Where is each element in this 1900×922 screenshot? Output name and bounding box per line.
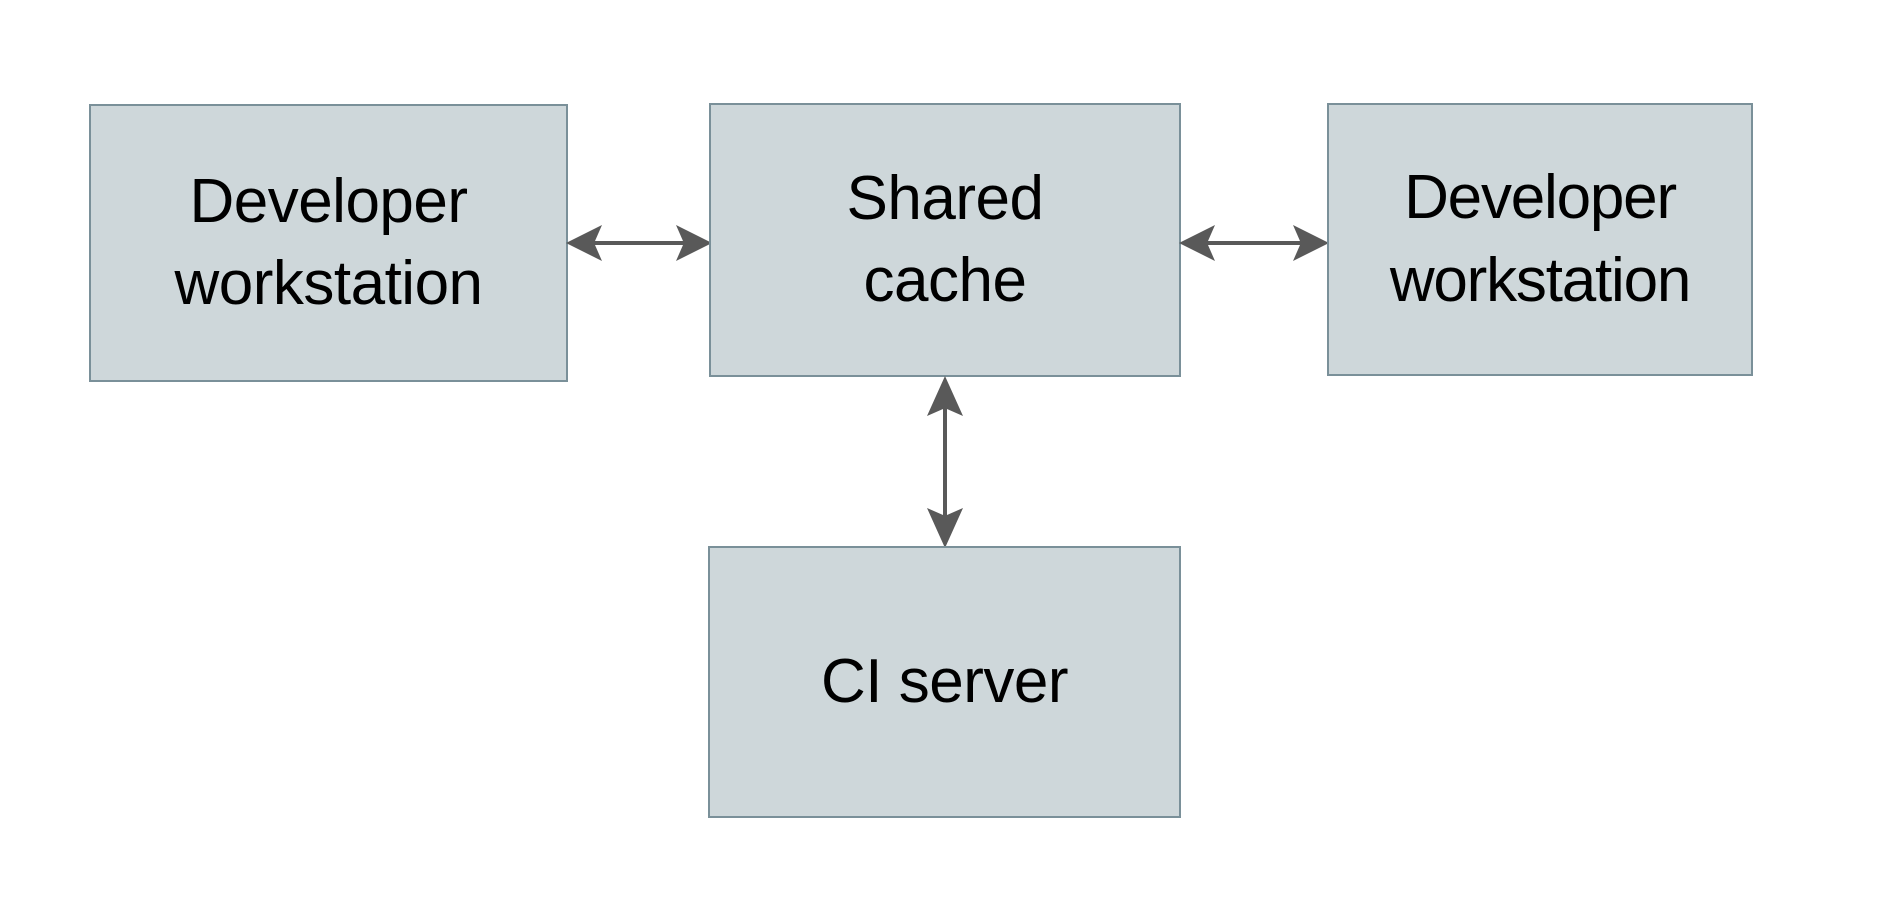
double-arrow-vertical-icon xyxy=(927,376,963,548)
node-ci-server[interactable]: CI server xyxy=(708,546,1181,818)
node-developer-workstation-right[interactable]: Developer workstation xyxy=(1327,103,1753,376)
node-label: Developer workstation xyxy=(1389,163,1692,315)
double-arrow-horizontal-icon xyxy=(566,225,712,261)
node-label: CI server xyxy=(821,646,1068,716)
node-shared-cache[interactable]: Shared cache xyxy=(709,103,1181,377)
double-arrow-horizontal-icon xyxy=(1179,225,1329,261)
edge-shared-cache-to-dev-right[interactable] xyxy=(1179,213,1329,273)
edge-dev-left-to-shared-cache[interactable] xyxy=(566,213,712,273)
node-label: Shared cache xyxy=(846,163,1044,315)
node-developer-workstation-left[interactable]: Developer workstation xyxy=(89,104,568,382)
node-label: Developer workstation xyxy=(174,166,483,318)
edge-ci-server-to-shared-cache[interactable] xyxy=(915,376,975,548)
